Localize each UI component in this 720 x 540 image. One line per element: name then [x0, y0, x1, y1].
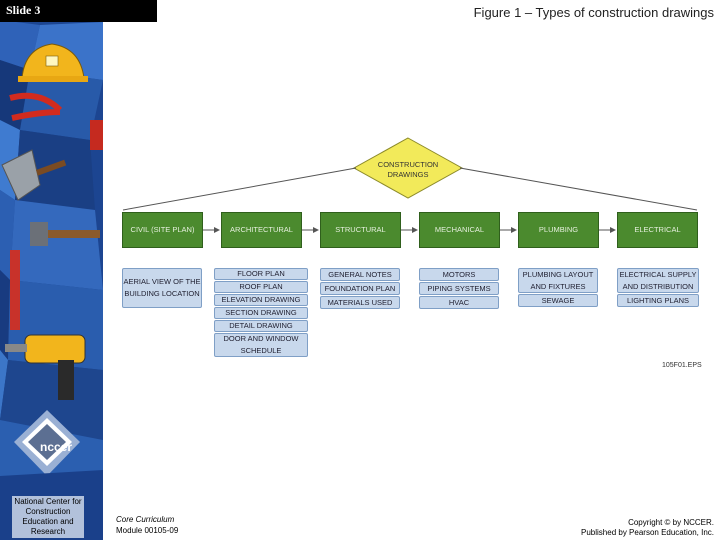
item-elevation-drawing: ELEVATION DRAWING	[214, 294, 308, 306]
mosaic-sidebar	[0, 0, 103, 540]
slide-label: Slide 3	[6, 3, 41, 17]
item-general-notes: GENERAL NOTES	[320, 268, 400, 281]
curriculum-name: Core Curriculum	[116, 515, 175, 524]
item-section-drawing: SECTION DRAWING	[214, 307, 308, 319]
category-mechanical: MECHANICAL	[419, 212, 500, 248]
root-diamond	[352, 137, 464, 199]
category-civil: CIVIL (SITE PLAN)	[122, 212, 203, 248]
category-structural: STRUCTURAL	[320, 212, 401, 248]
item-piping-systems: PIPING SYSTEMS	[419, 282, 499, 295]
item-door-window-schedule: DOOR AND WINDOW SCHEDULE	[214, 333, 308, 357]
item-electrical-supply: ELECTRICAL SUPPLY AND DISTRIBUTION	[617, 268, 699, 293]
copyright-line1: Copyright © by NCCER.	[628, 518, 714, 527]
figure-title: Figure 1 – Types of construction drawing…	[473, 5, 714, 20]
item-plumbing-layout: PLUMBING LAYOUT AND FIXTURES	[518, 268, 598, 293]
item-foundation-plan: FOUNDATION PLAN	[320, 282, 400, 295]
item-hvac: HVAC	[419, 296, 499, 309]
item-aerial-view: AERIAL VIEW OF THE BUILDING LOCATION	[122, 268, 202, 308]
copyright: Copyright © by NCCER. Published by Pears…	[581, 518, 714, 538]
nccer-logo: nccer	[40, 440, 73, 454]
copyright-line2: Published by Pearson Education, Inc.	[581, 528, 714, 537]
item-floor-plan: FLOOR PLAN	[214, 268, 308, 280]
item-motors: MOTORS	[419, 268, 499, 281]
module-number: Module 00105-09	[116, 526, 179, 535]
category-plumbing: PLUMBING	[518, 212, 599, 248]
category-architectural: ARCHITECTURAL	[221, 212, 302, 248]
org-caption: National Center for Construction Educati…	[12, 496, 84, 538]
item-sewage: SEWAGE	[518, 294, 598, 307]
slide-label-box: Slide 3	[0, 0, 157, 22]
item-detail-drawing: DETAIL DRAWING	[214, 320, 308, 332]
item-roof-plan: ROOF PLAN	[214, 281, 308, 293]
item-materials-used: MATERIALS USED	[320, 296, 400, 309]
item-lighting-plans: LIGHTING PLANS	[617, 294, 699, 307]
root-label: CONSTRUCTION DRAWINGS	[377, 160, 439, 179]
figure-code: 105F01.EPS	[662, 362, 702, 369]
category-electrical: ELECTRICAL	[617, 212, 698, 248]
tool-mosaic-image	[0, 0, 103, 540]
curriculum-label: Core Curriculum Module 00105-09	[116, 514, 178, 536]
